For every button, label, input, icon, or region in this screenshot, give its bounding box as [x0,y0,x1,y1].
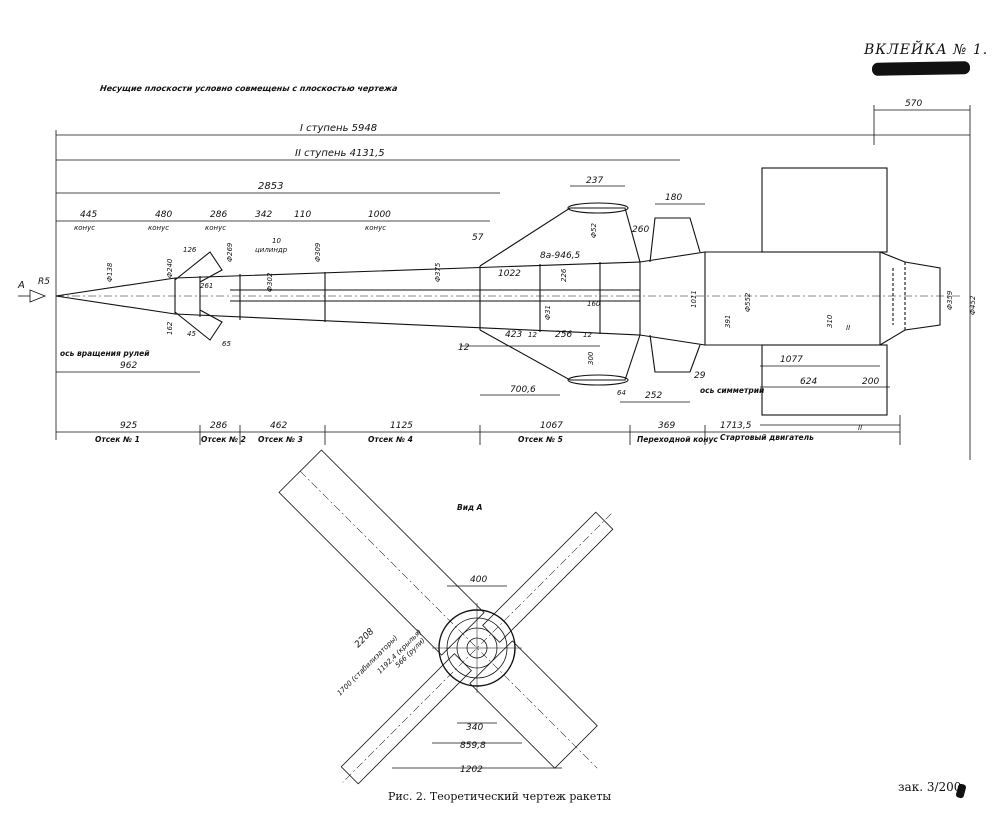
dim-2853: 2853 [258,181,283,192]
phi-240: Ф240 [166,258,174,278]
segment-value: 1000 [368,210,391,220]
phi-269: Ф269 [226,242,234,262]
segment-label: конус [205,224,226,232]
dim-65: 65 [222,340,231,348]
r5-label: R5 [38,277,50,287]
view-a-title: Вид А [457,503,483,512]
dim-300: 300 [587,351,595,365]
dim-126: 126 [183,246,197,254]
dim-12b: 12 [528,331,537,339]
segment-value: 342 [255,210,272,220]
compartment-label: Отсек № 1 [95,435,140,444]
compartment-value: 1067 [540,421,563,431]
view-a-labels: Вид А 400 2208 1700 (стабилизаторы) 1192… [336,503,488,775]
segment-value: 445 [80,210,97,220]
dim-200: 200 [862,377,879,387]
stage2-length: II ступень 4131,5 [295,148,385,159]
dim-57: 57 [472,233,484,243]
arrow-a-label: А [17,280,25,291]
compartment-label: Отсек № 2 [201,435,246,444]
phi-452: Ф452 [969,295,977,315]
dim-261: 261 [200,282,213,290]
segment-value: 110 [294,210,311,220]
phi-375: Ф375 [434,262,442,282]
dim-180: 180 [665,193,682,203]
dim-624: 624 [800,377,817,387]
phi-302: Ф302 [266,272,274,292]
figure-caption: Рис. 2. Теоретический чертеж ракеты [388,790,612,803]
stage1-length: I ступень 5948 [300,123,377,134]
phi-52: Ф52 [590,223,598,238]
segment-label: конус [365,224,386,232]
compartment-value: 462 [270,421,287,431]
dim-1022: 1022 [498,269,521,279]
segment-value: 480 [155,210,172,220]
phi-31: Ф31 [544,305,552,320]
order-mark: зак. 3/200 [898,780,962,794]
phi-359: Ф359 [946,290,954,310]
compartment-label: Переходной конус [637,435,718,444]
dim-423: 423 [505,330,522,340]
dim-700-6: 700,6 [510,385,536,395]
dim-160: 160 [587,300,601,308]
compartment-label: Стартовый двигатель [720,433,814,442]
dim-1077: 1077 [780,355,803,365]
segment-label: конус [148,224,169,232]
compartment-label: Отсек № 4 [368,435,413,444]
compartment-dimension-lines [56,345,901,445]
rudder-axis-label: ось вращения рулей [60,349,150,358]
view-a-d400: 400 [470,575,487,585]
dim-10: 10 [272,237,281,245]
dim-64: 64 [617,389,626,397]
overall-dimension-lines [55,105,971,460]
segment-label: цилиндр [255,246,288,254]
compartment-label: Отсек № 3 [258,435,303,444]
compartment-value: 1125 [390,421,413,431]
view-a-arrow [18,289,47,303]
dim-12a: 12 [458,343,470,353]
view-a-d340: 340 [466,723,483,733]
dim-162: 162 [166,321,174,335]
view-a-drawing [278,449,614,785]
dim-962: 962 [120,361,137,371]
dim-226: 226 [560,268,568,282]
dim-45: 45 [187,330,196,338]
phi-138: Ф138 [106,262,114,282]
compartment-value: 286 [210,421,227,431]
dim-12c: 12 [583,331,592,339]
missile-body [55,167,960,416]
compartment-value: 369 [658,421,675,431]
dim-252: 252 [645,391,662,401]
dim-29: 29 [694,371,706,381]
dim-1011: 1011 [690,290,698,308]
roman-mark: II [858,424,862,432]
sym-axis-label: ось симметрии [700,386,765,395]
compartment-value: 925 [120,421,137,431]
dim-260: 260 [632,225,649,235]
dim-310: 310 [826,314,834,328]
compartment-value: 1713,5 [720,421,752,431]
view-a-d859: 859,8 [460,741,486,751]
phi-552: Ф552 [744,292,752,312]
segment-label: конус [74,224,95,232]
dim-570: 570 [905,99,922,109]
roman-mark: II [846,324,850,332]
segment-value: 286 [210,210,227,220]
main-view-labels: I ступень 5948 II ступень 4131,5 2853 57… [17,99,977,444]
view-a-d2208: 2208 [353,627,376,650]
phi-309: Ф309 [314,242,322,262]
insert-label: ВКЛЕЙКА № 1. [864,42,989,58]
dim-a946: 8а-946,5 [540,251,581,261]
view-a-d1202: 1202 [460,765,483,775]
dim-237: 237 [586,176,603,186]
dim-256: 256 [555,330,572,340]
dim-391: 391 [724,315,732,328]
compartment-label: Отсек № 5 [518,435,563,444]
